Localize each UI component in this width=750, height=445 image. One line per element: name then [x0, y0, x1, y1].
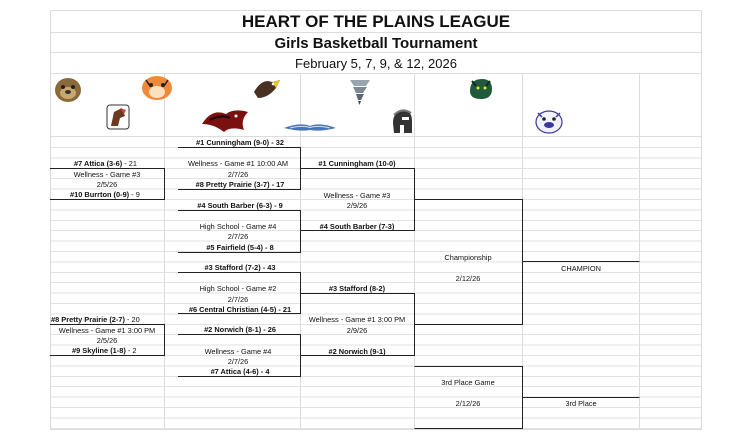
- mustang-logo: [106, 104, 130, 130]
- r1-g1-bottom-team: #10 Burrton (0-9) - 9: [70, 190, 140, 199]
- third-place-game-label: 3rd Place Game: [441, 378, 495, 387]
- bracket-sheet: HEART OF THE PLAINS LEAGUE Girls Basketb…: [50, 10, 702, 430]
- qf2-top-team: #4 South Barber (6-3) - 9: [197, 201, 283, 210]
- r1-g1-date: 2/5/26: [96, 180, 118, 189]
- spartan-logo: [393, 109, 412, 133]
- hawk-logo: [254, 80, 280, 98]
- sf1-top-team: #1 Cunningham (10-0): [318, 159, 396, 168]
- championship-label: Championship: [444, 253, 492, 262]
- wings-logo: [284, 124, 336, 131]
- third-place-label: 3rd Place: [565, 399, 597, 408]
- qf4-date: 2/7/26: [227, 357, 249, 366]
- panther-logo: [470, 79, 492, 99]
- r1-g2-bottom-team: #9 Skyline (1-8) - 2: [72, 346, 137, 355]
- spreadsheet-grid: [50, 10, 702, 430]
- qf2-site: High School - Game #4: [199, 222, 277, 231]
- qf3-bottom-team: #6 Central Christian (4-5) - 21: [188, 305, 292, 314]
- r1-g1-top-team: #7 Attica (3-6) - 21: [74, 159, 137, 168]
- tournament-title: Girls Basketball Tournament: [274, 35, 478, 52]
- r1-g1-site: Wellness - Game #3: [73, 170, 141, 179]
- sf2-top-team: #3 Stafford (8-2): [328, 284, 386, 293]
- sf2-date: 2/9/26: [346, 326, 368, 335]
- r1-g2-site: Wellness - Game #1 3:00 PM: [58, 326, 156, 335]
- eagle-logo: [202, 110, 248, 132]
- qf4-bottom-team: #7 Attica (4-6) - 4: [210, 367, 270, 376]
- league-title: HEART OF THE PLAINS LEAGUE: [241, 12, 511, 31]
- qf3-site: High School - Game #2: [199, 284, 277, 293]
- championship-date: 2/12/26: [455, 274, 481, 283]
- qf4-site: Wellness - Game #4: [204, 347, 272, 356]
- sf1-bottom-team: #4 South Barber (7-3): [319, 222, 395, 231]
- third-place-game-date: 2/12/26: [455, 399, 481, 408]
- qf1-top-team: #1 Cunningham (9-0) - 32: [196, 138, 284, 147]
- qf1-date: 2/7/26: [227, 170, 249, 179]
- tornado-logo: [350, 80, 370, 105]
- qf1-site: Wellness - Game #1 10:00 AM: [187, 159, 289, 168]
- sf1-date: 2/9/26: [346, 201, 368, 210]
- qf3-date: 2/7/26: [227, 295, 249, 304]
- r1-g2-date: 2/5/26: [96, 336, 118, 345]
- tournament-dates: February 5, 7, 9, & 12, 2026: [295, 56, 457, 71]
- bulldog-white-logo: [535, 110, 563, 134]
- sf1-site: Wellness - Game #3: [323, 191, 391, 200]
- qf2-bottom-team: #5 Fairfield (5-4) - 8: [206, 243, 274, 252]
- qf4-top-team: #2 Norwich (8-1) - 26: [204, 325, 276, 334]
- tiger-logo: [142, 76, 172, 100]
- bulldog-logo: [55, 78, 81, 102]
- sf2-site: Wellness - Game #1 3:00 PM: [308, 315, 406, 324]
- qf1-bottom-team: #8 Pretty Prairie (3-7) - 17: [195, 180, 285, 189]
- champion-label: CHAMPION: [561, 264, 601, 273]
- qf2-date: 2/7/26: [227, 232, 249, 241]
- r1-g2-top-team: #8 Pretty Prairie (2-7) - 20: [51, 315, 140, 324]
- qf3-top-team: #3 Stafford (7-2) - 43: [204, 263, 276, 272]
- sf2-bottom-team: #2 Norwich (9-1): [328, 347, 386, 356]
